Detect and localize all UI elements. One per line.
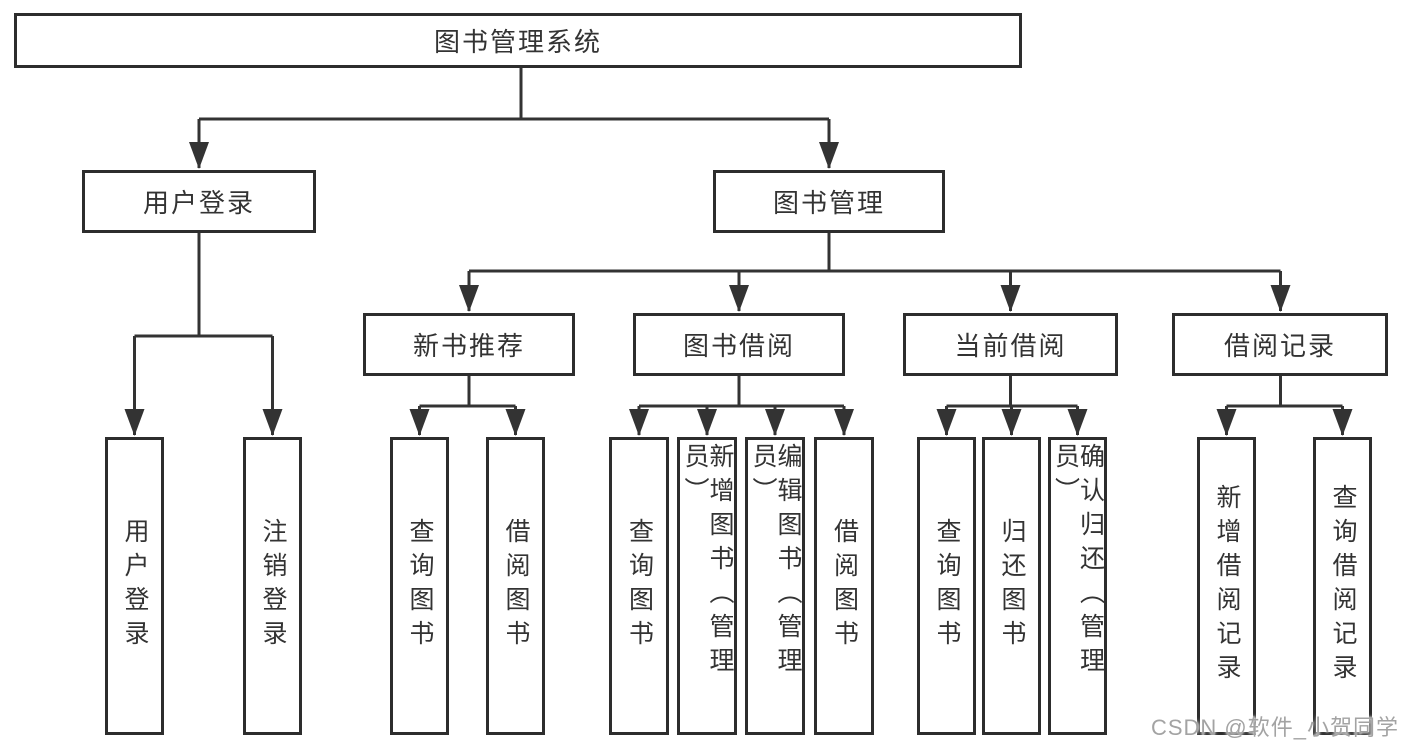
leaf-edit-books-admin: 编辑图书（管理员） [745,437,805,735]
leaf-borrow-books: 借阅图书 [814,437,874,735]
watermark: CSDN @软件_小贺同学 [1150,715,1399,740]
node-library-system: 图书管理系统 [14,13,1022,68]
node-label: 用户登录 [142,188,255,218]
arrow-down-icon [1332,409,1353,436]
connector-new-book-to-leaves [409,376,526,436]
connector-line [418,376,517,435]
node-label: 借阅记录 [1223,331,1336,361]
node-label: 查询图书 [933,518,961,654]
node-label: 新增图书（管理员） [681,443,734,681]
node-label: 新书推荐 [412,331,525,361]
leaf-add-borrow-record: 新增借阅记录 [1197,437,1256,735]
arrow-down-icon [819,142,839,169]
node-new-book-recommend: 新书推荐 [363,313,575,376]
node-label: 查询图书 [406,518,434,654]
connector-line [197,66,831,168]
arrow-down-icon [1270,285,1291,312]
node-label: 归还图书 [998,518,1026,654]
node-label: 查询借阅记录 [1329,484,1357,688]
connector-book-borrow-to-leaves [629,376,854,436]
node-label: 查询图书 [625,518,654,654]
arrow-down-icon [936,409,957,436]
node-label: 注销登录 [259,518,287,654]
arrow-down-icon [1067,409,1088,436]
connector-line [133,233,274,435]
leaf-query-books-borrow: 查询图书 [609,437,669,735]
arrow-down-icon [124,409,145,436]
arrow-down-icon [1000,285,1021,312]
arrow-down-icon [629,409,649,436]
arrow-down-icon [765,409,785,436]
arrow-down-icon [729,285,749,312]
node-book-management: 图书管理 [713,170,945,233]
arrow-down-icon [834,409,854,436]
leaf-user-login: 用户登录 [105,437,164,735]
node-book-borrow: 图书借阅 [633,313,845,376]
node-label: 图书借阅 [682,331,795,361]
node-current-borrow: 当前借阅 [903,313,1118,376]
node-label: 当前借阅 [954,331,1067,361]
connector-line [467,233,1282,311]
arrow-down-icon [189,142,209,169]
node-label: 用户登录 [121,518,149,654]
arrow-down-icon [505,409,526,436]
leaf-query-books-current: 查询图书 [917,437,976,735]
arrow-down-icon [262,409,283,436]
connector-borrow-records-to-leaves [1216,376,1353,436]
connector-line [637,376,846,435]
node-label: 图书管理系统 [433,27,602,57]
arrow-down-icon [697,409,717,436]
connector-book-management-to-level3 [459,233,1291,312]
arrow-down-icon [1216,409,1237,436]
leaf-logout: 注销登录 [243,437,302,735]
node-label: 图书管理 [772,188,885,218]
node-label: 确认归还（管理员） [1051,443,1105,681]
connector-current-borrow-to-leaves [936,376,1088,436]
leaf-borrow-books-recommend: 借阅图书 [486,437,545,735]
connector-line [1225,376,1344,435]
node-user-login: 用户登录 [82,170,316,233]
connector-root-to-level2 [189,66,839,169]
leaf-query-borrow-record: 查询借阅记录 [1313,437,1372,735]
connector-user-login-to-leaves [124,233,283,436]
arrow-down-icon [459,285,479,312]
node-borrow-records: 借阅记录 [1172,313,1388,376]
node-label: 编辑图书（管理员） [749,443,802,681]
leaf-confirm-return-admin: 确认归还（管理员） [1048,437,1107,735]
arrow-down-icon [409,409,430,436]
leaf-query-books-recommend: 查询图书 [390,437,449,735]
leaf-return-books: 归还图书 [982,437,1041,735]
node-label: 借阅图书 [830,518,859,654]
node-label: 新增借阅记录 [1213,484,1241,688]
arrow-down-icon [1001,409,1022,436]
node-label: 借阅图书 [502,518,530,654]
leaf-add-books-admin: 新增图书（管理员） [677,437,737,735]
